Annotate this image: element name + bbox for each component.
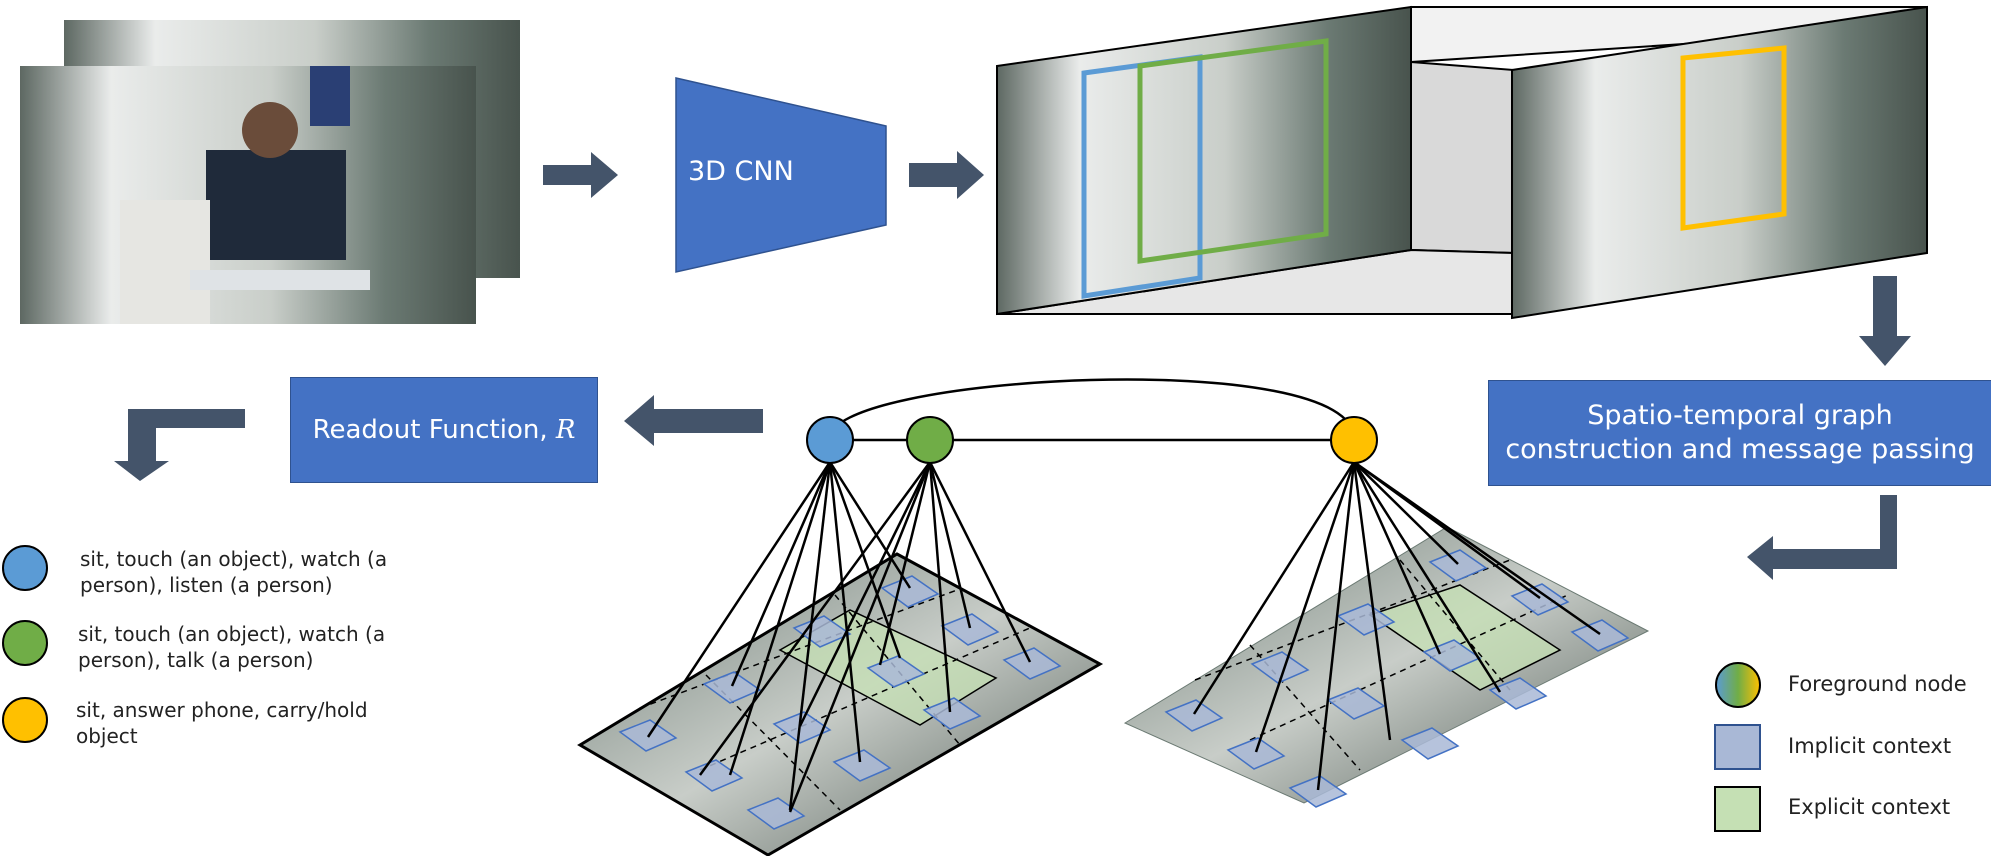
cnn-trapezoid xyxy=(675,77,887,273)
bbox-yellow xyxy=(1680,45,1787,231)
edge xyxy=(788,461,932,813)
edge xyxy=(828,461,912,589)
edge xyxy=(828,461,902,659)
arrow-to-readout xyxy=(624,395,763,446)
key-foreground-label: Foreground node xyxy=(1788,672,1967,696)
edge-blue-yellow-arc xyxy=(828,378,1356,441)
floor-right xyxy=(1123,526,1650,804)
implicit-node xyxy=(1326,687,1386,720)
prediction-marker-yellow xyxy=(2,697,48,743)
graph-edges xyxy=(646,460,1601,813)
key-implicit-swatch xyxy=(1714,724,1761,770)
graph-label-line2: construction and message passing xyxy=(1505,434,1975,465)
edge xyxy=(728,461,832,776)
edge xyxy=(1353,461,1459,565)
edge xyxy=(798,461,932,727)
edge xyxy=(646,461,832,738)
prediction-line: object xyxy=(76,724,138,748)
implicit-node xyxy=(746,797,806,830)
arrow-to-features xyxy=(909,151,984,199)
key-explicit-label: Explicit context xyxy=(1788,795,1951,819)
foreground-node-blue xyxy=(806,416,854,464)
prediction-line: sit, touch (an object), watch (a xyxy=(78,622,386,646)
frame-poster xyxy=(310,66,350,126)
implicit-node xyxy=(772,711,832,744)
edge xyxy=(1352,461,1392,741)
arrow-to-cnn xyxy=(543,152,618,198)
elbow-arrow-to-graph xyxy=(1747,495,1897,580)
volume-inner-left xyxy=(1410,60,1515,255)
prediction-marker-blue xyxy=(2,545,48,591)
graph-floor-left xyxy=(577,552,1104,856)
implicit-node xyxy=(1288,775,1348,808)
edge xyxy=(1192,461,1356,715)
edge xyxy=(928,461,972,629)
key-implicit-label: Implicit context xyxy=(1788,734,1952,758)
edge xyxy=(730,461,832,687)
implicit-node xyxy=(940,613,1000,646)
grid-dash-l1 xyxy=(639,589,958,709)
implicit-node xyxy=(1570,619,1630,652)
feature-frame-back xyxy=(1511,5,1928,320)
prediction-text-yellow: sit, answer phone, carry/hold object xyxy=(76,697,406,749)
edge xyxy=(828,461,862,763)
prediction-text-green: sit, touch (an object), watch (a person)… xyxy=(78,621,408,673)
implicit-node xyxy=(1164,699,1224,732)
implicit-node xyxy=(922,697,982,730)
implicit-node xyxy=(1428,549,1488,582)
input-frames xyxy=(20,20,520,324)
arrow-down-to-graph xyxy=(1859,276,1911,366)
grid-dash-r2 xyxy=(1249,593,1571,741)
readout-symbol: R xyxy=(555,415,576,445)
frame-person-jacket xyxy=(206,150,346,260)
graph-label-line1: Spatio-temporal graph xyxy=(1587,400,1893,431)
edge xyxy=(1352,461,1502,693)
grid-dash-l2 xyxy=(699,627,1031,771)
edge xyxy=(788,461,832,811)
implicit-node xyxy=(684,759,744,792)
edge xyxy=(1352,461,1442,655)
edge xyxy=(928,461,1032,663)
implicit-node xyxy=(832,749,892,782)
prediction-line: person), talk (a person) xyxy=(78,648,314,672)
elbow-arrow-to-predictions xyxy=(114,409,245,481)
prediction-line: sit, touch (an object), watch (a xyxy=(80,547,388,571)
edge xyxy=(1353,460,1601,636)
implicit-node xyxy=(702,671,762,704)
graph-construction-box: Spatio-temporal graph construction and m… xyxy=(1488,380,1991,486)
implicit-node xyxy=(1336,603,1396,636)
bbox-green xyxy=(1137,38,1329,264)
graph-floor-right xyxy=(1123,526,1650,808)
implicit-node xyxy=(866,655,926,688)
feature-volume xyxy=(996,5,1928,320)
prediction-line: person), listen (a person) xyxy=(80,573,333,597)
cnn-label: 3D CNN xyxy=(688,156,794,187)
prediction-line: sit, answer phone, carry/hold xyxy=(76,698,368,722)
readout-label: Readout Function, xyxy=(312,415,556,445)
readout-function-box: Readout Function, R xyxy=(290,377,598,483)
implicit-node xyxy=(1510,583,1570,616)
key-foreground-swatch xyxy=(1715,662,1761,708)
edge xyxy=(1316,461,1356,791)
edge xyxy=(878,461,932,666)
frame-desk xyxy=(190,270,370,290)
prediction-marker-green xyxy=(2,620,48,666)
prediction-text-blue: sit, touch (an object), watch (a person)… xyxy=(80,546,410,598)
key-explicit-swatch xyxy=(1714,786,1761,832)
edge xyxy=(1254,461,1356,753)
frame-left-person xyxy=(120,200,210,324)
frame-person-head xyxy=(242,102,298,158)
edge xyxy=(928,461,952,713)
grid-dash-l3 xyxy=(705,674,841,811)
implicit-node xyxy=(1488,677,1548,710)
edge xyxy=(698,461,932,776)
implicit-node xyxy=(1400,727,1460,760)
implicit-node xyxy=(1250,651,1310,684)
foreground-node-yellow xyxy=(1330,416,1378,464)
implicit-node xyxy=(1226,737,1286,770)
foreground-node-green xyxy=(906,416,954,464)
